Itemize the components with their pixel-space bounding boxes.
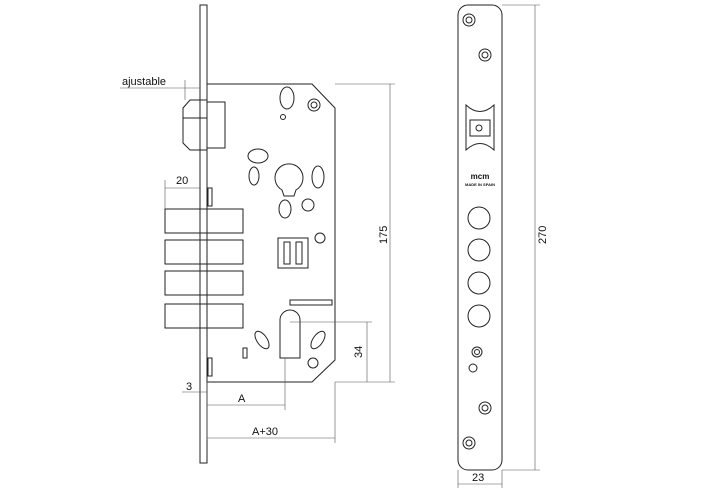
- lock-case: [207, 83, 336, 383]
- front-view: mcm MADE IN SPAIN: [457, 4, 503, 471]
- deadbolt: [164, 239, 244, 265]
- latch-bolt: [182, 99, 226, 151]
- dim-a: A: [238, 393, 246, 405]
- latch-opening: [465, 103, 495, 152]
- origin-mark: MADE IN SPAIN: [465, 182, 495, 187]
- dim-23: 23: [472, 472, 484, 484]
- dimensions-side: ajustable 20 175 34 3 A A+30: [120, 76, 395, 443]
- front-faceplate: [457, 4, 503, 471]
- dim-20: 20: [176, 175, 188, 187]
- case-features: [207, 86, 333, 377]
- cylinder-cutout: [279, 309, 301, 359]
- deadbolt: [164, 208, 244, 234]
- side-faceplate: [199, 4, 208, 464]
- bolt-hole: [467, 304, 491, 328]
- side-view: [164, 4, 336, 464]
- bolt-hole: [467, 271, 491, 295]
- dim-175: 175: [378, 226, 390, 244]
- adjustable-label: ajustable: [122, 76, 166, 88]
- bolt-hole: [467, 206, 491, 230]
- dim-270: 270: [537, 226, 549, 244]
- deadbolts: [164, 208, 244, 329]
- brand-mark: mcm: [471, 172, 490, 181]
- dim-34: 34: [353, 346, 365, 358]
- dimensions-front: 270 23: [457, 4, 549, 488]
- dim-3: 3: [186, 381, 192, 393]
- deadbolt: [164, 270, 244, 296]
- dim-a-plus-30: A+30: [252, 426, 278, 438]
- deadbolt: [164, 303, 244, 329]
- bolt-hole: [467, 238, 491, 262]
